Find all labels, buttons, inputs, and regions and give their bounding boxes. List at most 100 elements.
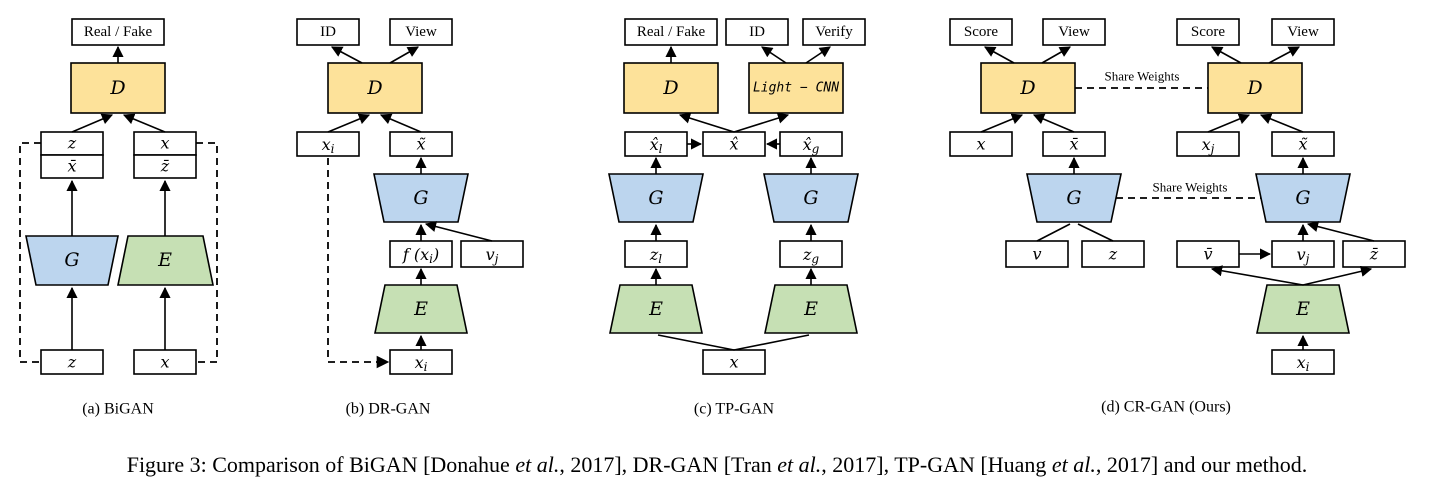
a-output-label: Real / Fake <box>84 24 153 40</box>
c-realfake-label: Real / Fake <box>637 24 706 40</box>
b-dashed-identity <box>327 158 390 369</box>
d-arrow-d1-score <box>984 46 1015 64</box>
d-arrow-xt-d2 <box>1259 113 1304 133</box>
d-arrow-e-zbar <box>1302 265 1373 286</box>
b-xi-label: xi <box>322 135 335 157</box>
d-encoder <box>1256 284 1350 334</box>
c-id-label: ID <box>749 24 765 40</box>
d-arrow-x-d1 <box>980 113 1024 133</box>
b-xtilde-label: x̃ <box>416 135 425 154</box>
caption-part-1: Figure 3: Comparison of BiGAN [Donahue <box>126 452 516 477</box>
b-arrow-xt-d <box>379 113 422 133</box>
d-x-label: x <box>976 135 985 154</box>
d-arrow-zbar-g2 <box>1306 221 1375 242</box>
a-x-label: x <box>160 134 169 153</box>
c-encoder-local-label: E <box>648 298 663 320</box>
d-share-weights-g-label: Share Weights <box>1153 180 1228 195</box>
caption-part-3: , 2017], TP-GAN [Huang <box>821 452 1052 477</box>
d-view2-label: View <box>1287 24 1319 40</box>
d-input-label: xi <box>1297 353 1310 375</box>
c-verify-label: Verify <box>815 24 853 40</box>
d-xbar-label: x̄ <box>1069 135 1078 154</box>
d-vj-box <box>1271 240 1335 268</box>
b-input-label: xi <box>415 353 428 375</box>
panel-crgan: Score View Score View D D Share Weights … <box>949 18 1406 416</box>
c-xhat-label: x̂ <box>729 135 738 154</box>
c-zl-box <box>624 240 688 268</box>
a-output-box <box>71 18 165 46</box>
c-arrow-cnn-id <box>761 46 787 64</box>
d-discriminator-2 <box>1207 62 1303 114</box>
c-xl-label: x̂l <box>650 135 663 157</box>
d-zbar-box <box>1342 240 1406 268</box>
d-score2-box <box>1176 18 1240 46</box>
c-generator-global-label: G <box>803 187 818 209</box>
b-arrow-v-g <box>424 221 493 242</box>
d-arrow-d2-score <box>1211 46 1242 64</box>
caption-etal-3: et al. <box>1051 452 1096 477</box>
a-encoder <box>117 235 214 286</box>
panel-drgan: ID View D xi x̃ G f (xi) vj E xi (b) DR-… <box>296 18 524 418</box>
figure-caption: Figure 3: Comparison of BiGAN [Donahue e… <box>0 452 1434 478</box>
c-arrow-xhat-cnn <box>733 112 790 133</box>
c-realfake-box <box>624 18 718 46</box>
d-arrow-xj-d2 <box>1207 113 1251 133</box>
c-arrow-xhat-d <box>678 112 735 133</box>
d-zbar-label: z̄ <box>1369 245 1379 264</box>
d-caption: (d) CR-GAN (Ours) <box>1101 399 1231 416</box>
d-discriminator-2-label: D <box>1246 77 1262 99</box>
a-input-x-label: x <box>160 353 169 372</box>
b-xtilde-box <box>389 131 453 157</box>
d-generator-1 <box>1026 173 1122 223</box>
d-view1-label: View <box>1058 24 1090 40</box>
c-lightcnn-label: Light − CNN <box>753 81 839 96</box>
a-caption: (a) BiGAN <box>82 401 154 418</box>
d-line-v-g1 <box>1036 223 1071 242</box>
d-vbar-label: v̄ <box>1203 245 1212 264</box>
c-zl-label: zl <box>649 245 662 267</box>
b-discriminator-label: D <box>366 77 382 99</box>
b-encoder <box>374 284 468 334</box>
a-input-z-box <box>40 349 104 375</box>
c-xg-box <box>779 131 843 157</box>
b-id-label: ID <box>320 24 336 40</box>
c-zg-label: zg <box>802 245 819 267</box>
d-vbar-box <box>1176 240 1240 268</box>
a-arrow-right-d <box>122 113 166 133</box>
a-encoder-label: E <box>157 249 172 271</box>
caption-etal-1: et al. <box>515 452 560 477</box>
d-z-box <box>1081 240 1145 268</box>
a-generator-label: G <box>64 249 79 271</box>
b-f-label: f (xi) <box>402 245 439 267</box>
c-input-label: x <box>729 353 738 372</box>
c-verify-box <box>802 18 866 46</box>
c-zg-box <box>779 240 843 268</box>
a-arrow-left-d <box>71 113 114 133</box>
d-xj-label: xj <box>1202 135 1215 157</box>
a-generator <box>25 235 119 286</box>
c-arrow-cnn-verify <box>805 46 831 64</box>
d-xbar-box <box>1042 131 1106 157</box>
a-zbar-box <box>133 154 197 179</box>
b-generator-label: G <box>413 187 428 209</box>
d-view1-box <box>1042 18 1106 46</box>
b-caption: (b) DR-GAN <box>346 401 431 418</box>
c-generator-local <box>608 173 704 223</box>
caption-part-2: , 2017], DR-GAN [Tran <box>559 452 778 477</box>
d-generator-2 <box>1255 173 1351 223</box>
c-xhat-box <box>702 131 766 157</box>
c-caption: (c) TP-GAN <box>694 401 775 418</box>
d-arrow-e-vbar <box>1210 265 1304 286</box>
d-score1-box <box>949 18 1013 46</box>
c-encoder-local <box>609 284 703 334</box>
c-encoder-global <box>764 284 858 334</box>
d-score1-label: Score <box>964 24 998 40</box>
b-discriminator <box>327 62 423 114</box>
b-view-box <box>389 18 453 46</box>
d-arrow-d1-view <box>1041 46 1071 64</box>
d-generator-1-label: G <box>1066 187 1081 209</box>
d-encoder-label: E <box>1295 298 1310 320</box>
d-z-label: z <box>1108 245 1118 264</box>
c-line-in-e2 <box>733 334 810 351</box>
